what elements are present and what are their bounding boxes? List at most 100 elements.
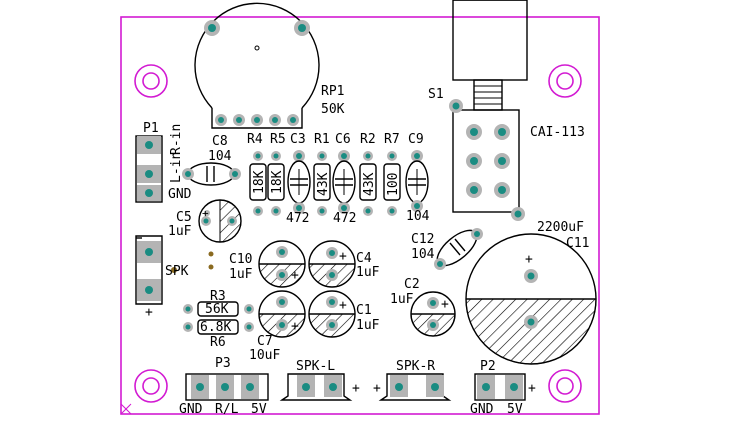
resistor-r5[interactable] [267,151,285,216]
r1-label: R1 [314,132,330,147]
p3-rl: R/L [215,402,239,417]
p2-gnd: GND [470,402,494,417]
capacitor-c6[interactable] [332,150,356,214]
c1-label: C1 [356,303,372,318]
p2-label: P2 [480,359,496,374]
connector-spk-r[interactable] [378,373,452,401]
p3-5v: 5V [251,402,267,417]
c1-value: 1uF [356,318,380,333]
c5-plus: + [202,207,209,220]
resistor-r1[interactable] [313,151,331,216]
capacitor-c7[interactable]: + [258,290,306,338]
c3-value: 472 [286,211,309,226]
lin-label: L-in [169,152,184,183]
c11-plus: + [525,252,533,267]
c2-label: C2 [404,277,420,292]
capacitor-c8[interactable] [182,162,241,186]
c6-value: 472 [333,211,356,226]
p3-gnd: GND [179,402,203,417]
resistor-r6[interactable] [183,319,254,335]
c10-value: 1uF [229,267,253,282]
cai-label: CAI-113 [530,125,585,140]
c9-value: 104 [406,209,430,224]
r5-label: R5 [270,132,286,147]
potentiometer-rp1[interactable] [194,2,320,129]
gnd-p1-label: GND [168,187,192,202]
p2-plus: + [528,381,536,396]
capacitor-c1[interactable]: + [308,290,356,338]
c8-label: C8 [212,134,228,149]
r7-label: R7 [384,132,400,147]
c4-label: C4 [356,251,372,266]
via-1 [208,251,214,257]
c11-value: 2200uF [537,220,584,235]
p1-label: P1 [143,121,159,136]
capacitor-c2[interactable]: + [410,291,456,337]
via-2 [208,264,214,270]
spk-plus: + [145,305,153,320]
c10-plus: + [291,268,299,283]
c4-value: 1uF [356,265,380,280]
c3-label: C3 [290,132,306,147]
c6-label: C6 [335,132,351,147]
c5-value: 1uF [168,224,192,239]
rp1-value: 50K [321,102,345,117]
mounting-hole-br [548,369,582,403]
mounting-hole-bl [134,369,168,403]
capacitor-c10[interactable]: + [258,240,306,288]
r4-value: 18K [252,170,267,194]
connector-p1[interactable] [135,135,163,203]
c7-value: 10uF [249,348,280,363]
spkr-plus: + [373,381,381,396]
c5-label: C5 [176,210,192,225]
c1-plus: + [339,298,347,313]
resistor-r7[interactable] [383,151,401,216]
via-3 [171,267,177,273]
r2-value: 43K [362,172,377,196]
resistor-r3[interactable] [183,301,254,317]
resistor-r2[interactable] [359,151,377,216]
r6-value: 6.8K [200,320,231,335]
audio-jack-cai113[interactable] [449,0,528,221]
s1-label: S1 [428,87,444,102]
c2-value: 1uF [390,292,414,307]
capacitor-c11[interactable]: + [465,233,597,365]
p2-5v: 5V [507,402,523,417]
c10-label: C10 [229,252,252,267]
capacitor-c4[interactable]: + [308,240,356,288]
r4-label: R4 [247,132,263,147]
c2-plus: + [441,297,449,312]
capacitor-c12[interactable] [432,224,483,272]
connector-p3[interactable] [185,373,269,401]
spk-label: SPK [165,264,189,279]
mounting-hole-tr [548,64,582,98]
r2-label: R2 [360,132,376,147]
r1-value: 43K [316,172,331,196]
mounting-hole-tl [134,64,168,98]
rp1-label: RP1 [321,84,344,99]
connector-p2[interactable] [474,373,526,401]
connector-spk[interactable] [135,235,163,305]
c12-label: C12 [411,232,434,247]
c7-label: C7 [257,334,273,349]
c9-label: C9 [408,132,424,147]
r3-value: 56K [205,302,229,317]
board-outline [120,16,600,415]
c8-value: 104 [208,149,232,164]
r6-label: R6 [210,335,226,350]
r3-label: R3 [210,289,226,304]
c12-value: 104 [411,247,435,262]
connector-spk-l[interactable] [279,373,353,401]
p3-label: P3 [215,356,231,371]
spkl-label: SPK-L [296,359,335,374]
spkl-plus: + [352,381,360,396]
rin-label: R-in [169,124,184,155]
capacitor-c5[interactable]: + [198,199,242,243]
c7-plus: + [291,319,299,334]
c4-plus: + [339,249,347,264]
r7-value: 100 [386,173,401,196]
resistor-r4[interactable] [249,151,267,216]
capacitor-c3[interactable] [287,150,311,214]
capacitor-c9[interactable] [405,150,429,212]
